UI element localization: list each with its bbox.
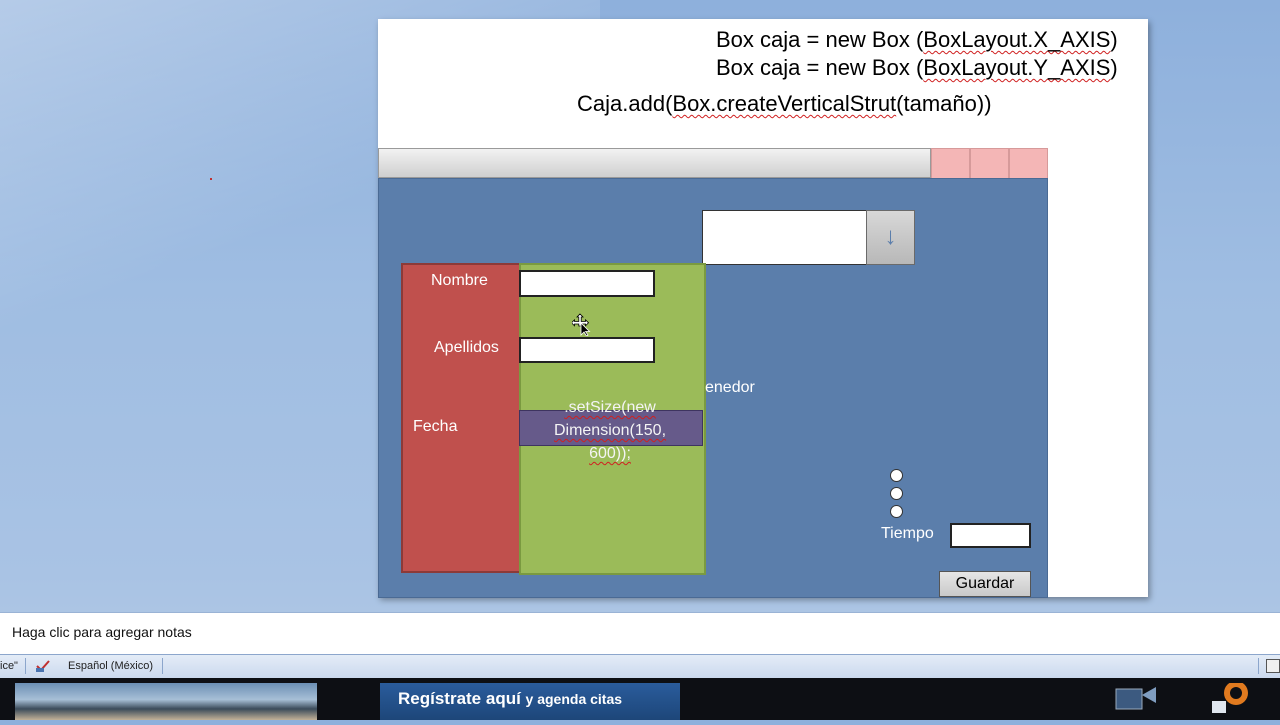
status-bar: ice" Español (México) bbox=[0, 654, 1280, 678]
language-status[interactable]: Español (México) bbox=[68, 660, 153, 672]
code-line-3: Caja.add(Box.createVerticalStrut(tamaño)… bbox=[577, 91, 992, 117]
status-scroll-edge bbox=[1258, 658, 1259, 674]
combo-arrow-button[interactable]: ↓ bbox=[866, 210, 915, 265]
contenedor-label: enedor bbox=[705, 379, 755, 396]
code-line-2-prefix: Box caja = new Box ( bbox=[716, 55, 924, 80]
minimize-button[interactable] bbox=[931, 148, 970, 179]
code-line-2: Box caja = new Box (BoxLayout.Y_AXIS) bbox=[716, 55, 1118, 81]
close-button[interactable] bbox=[1009, 148, 1048, 179]
code-line-3-link: Box.createVerticalStrut bbox=[672, 91, 897, 116]
view-toggle-icon[interactable] bbox=[1266, 659, 1280, 673]
taskbar-media-icon[interactable] bbox=[1206, 681, 1256, 720]
maximize-button[interactable] bbox=[970, 148, 1009, 179]
radio-option-1[interactable] bbox=[890, 469, 903, 482]
code-line-3-suffix: (tamaño)) bbox=[896, 91, 992, 116]
move-cursor-icon bbox=[570, 312, 592, 337]
nombre-field[interactable] bbox=[519, 270, 655, 297]
code-line-2-link: BoxLayout.Y_AXIS bbox=[923, 55, 1111, 80]
beach-photo-thumbnail bbox=[15, 683, 317, 720]
nombre-label: Nombre bbox=[431, 272, 488, 289]
code-line-1-prefix: Box caja = new Box ( bbox=[716, 27, 924, 52]
arrow-down-icon: ↓ bbox=[884, 223, 897, 250]
code-line-3-prefix: Caja.add( bbox=[577, 91, 673, 116]
tiempo-field[interactable] bbox=[950, 523, 1031, 548]
spellcheck-icon[interactable] bbox=[35, 658, 51, 674]
guardar-button[interactable]: Guardar bbox=[939, 571, 1031, 597]
ad-banner[interactable]: Regístrate aquí y agenda citas bbox=[380, 683, 680, 720]
set-size-text: .setSize(new Dimension(150, 600)); bbox=[553, 399, 667, 462]
notes-placeholder: Haga clic para agregar notas bbox=[12, 624, 192, 640]
notes-pane[interactable]: Haga clic para agregar notas bbox=[0, 612, 1280, 654]
ad-text-bold: Regístrate aquí bbox=[398, 689, 521, 708]
code-line-1: Box caja = new Box (BoxLayout.X_AXIS) bbox=[716, 27, 1118, 53]
radio-option-3[interactable] bbox=[890, 505, 903, 518]
window-title-bar[interactable] bbox=[378, 148, 931, 178]
tiempo-label: Tiempo bbox=[881, 525, 934, 542]
ad-text-rest: y agenda citas bbox=[525, 691, 623, 707]
apellidos-label: Apellidos bbox=[434, 339, 499, 356]
combo-box-field[interactable] bbox=[702, 210, 868, 265]
red-dot-marker bbox=[210, 178, 212, 180]
status-left-fragment: ice" bbox=[0, 660, 18, 672]
status-divider bbox=[25, 658, 26, 674]
code-line-1-suffix: ) bbox=[1110, 27, 1118, 52]
set-size-note: .setSize(new Dimension(150, 600)); bbox=[540, 396, 680, 465]
code-line-1-link: BoxLayout.X_AXIS bbox=[923, 27, 1111, 52]
status-divider-2 bbox=[162, 658, 163, 674]
taskbar-app-icon[interactable] bbox=[1112, 683, 1160, 720]
apellidos-field[interactable] bbox=[519, 337, 655, 363]
radio-option-2[interactable] bbox=[890, 487, 903, 500]
code-line-2-suffix: ) bbox=[1110, 55, 1118, 80]
fecha-label: Fecha bbox=[413, 418, 458, 435]
fecha-field[interactable] bbox=[519, 410, 703, 446]
